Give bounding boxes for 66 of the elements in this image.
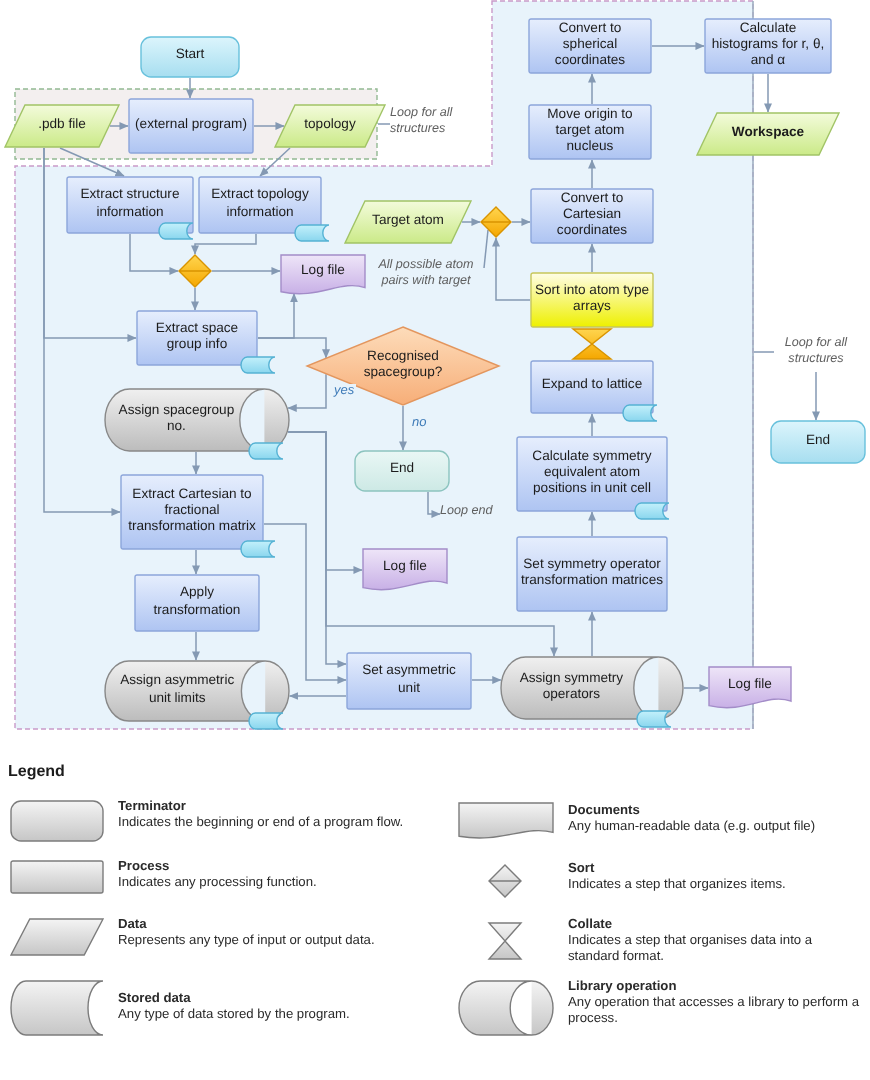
process-step xyxy=(66,176,194,234)
arrow xyxy=(588,413,596,437)
arrow xyxy=(399,405,407,451)
process-step xyxy=(528,18,652,74)
arrow xyxy=(129,233,179,275)
data-parallelogram xyxy=(696,112,840,156)
arrow xyxy=(511,218,531,226)
sort-diamond xyxy=(480,206,512,238)
arrow xyxy=(211,267,281,275)
leader-line xyxy=(753,351,775,353)
document-shape xyxy=(280,254,366,296)
arrow xyxy=(191,287,199,311)
arrow xyxy=(588,73,596,105)
arrow xyxy=(192,549,200,575)
process-step xyxy=(136,310,258,366)
arrow xyxy=(588,243,596,273)
arrow xyxy=(287,431,558,657)
leader-line xyxy=(483,229,489,269)
arrow xyxy=(259,147,291,177)
arrow xyxy=(427,491,441,518)
document-shape xyxy=(362,548,448,592)
arrow xyxy=(461,218,481,226)
library-operation-cylinder xyxy=(500,656,684,720)
arrow xyxy=(471,676,502,684)
arrow xyxy=(588,159,596,189)
terminator xyxy=(354,450,450,492)
leader-line xyxy=(377,123,391,125)
process-step xyxy=(128,98,254,154)
process-step xyxy=(528,104,652,160)
arrow xyxy=(651,42,705,50)
arrow xyxy=(812,371,820,421)
process-step xyxy=(134,574,260,632)
arrow xyxy=(287,373,327,412)
data-parallelogram xyxy=(344,200,472,244)
arrow xyxy=(109,122,129,130)
arrow xyxy=(253,122,285,130)
data-parallelogram xyxy=(4,104,120,148)
arrow xyxy=(263,523,347,684)
arrow xyxy=(59,147,125,177)
arrow xyxy=(683,684,709,692)
arrow xyxy=(257,337,330,359)
process-step xyxy=(516,536,668,612)
arrow xyxy=(588,611,596,657)
document-shape xyxy=(708,666,792,710)
process-step xyxy=(530,188,654,244)
terminator xyxy=(770,420,866,464)
arrow xyxy=(764,73,772,113)
terminator xyxy=(140,36,240,78)
decision-diamond xyxy=(306,326,500,406)
data-parallelogram xyxy=(274,104,386,148)
library-operation-cylinder xyxy=(104,388,290,452)
sort-diamond xyxy=(178,254,212,288)
arrow xyxy=(492,237,531,301)
process-step xyxy=(120,474,264,550)
arrow xyxy=(186,77,194,99)
arrow xyxy=(192,631,200,661)
process-step xyxy=(198,176,322,234)
arrow xyxy=(288,692,347,700)
library-operation-cylinder xyxy=(104,660,290,722)
process-step xyxy=(516,436,668,512)
arrow xyxy=(588,511,596,537)
arrow xyxy=(192,451,200,475)
arrow xyxy=(43,147,121,516)
legend-heading: Legend xyxy=(8,762,65,780)
arrow xyxy=(191,233,257,255)
process-step xyxy=(346,652,472,710)
